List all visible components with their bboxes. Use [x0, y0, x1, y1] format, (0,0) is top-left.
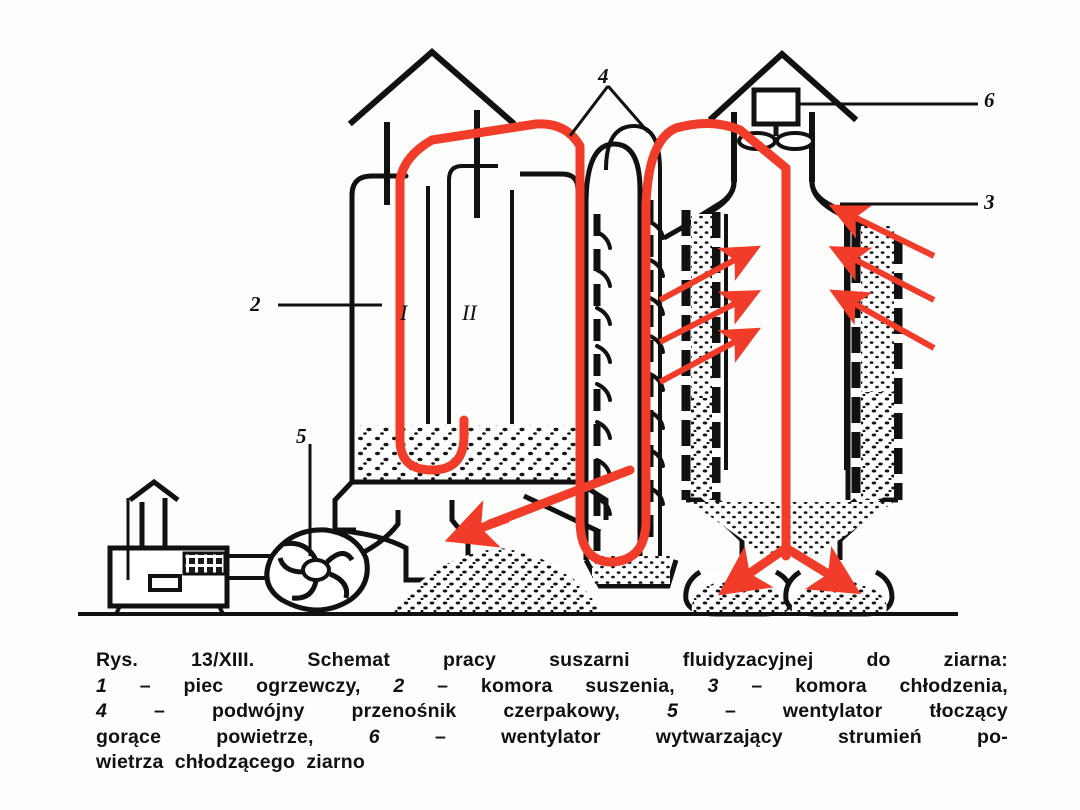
caption-dash: – — [437, 674, 449, 697]
callout-5: 5 — [296, 424, 307, 448]
callout-2: 2 — [250, 292, 261, 316]
caption-word: Schemat — [307, 649, 391, 671]
caption-word: 13/XIII. — [190, 649, 255, 671]
caption-word: chłodzenia, — [899, 674, 1008, 697]
caption-word: komora — [480, 674, 553, 697]
caption-word: wytwarzający — [655, 725, 783, 748]
diagram-canvas — [78, 48, 978, 617]
caption-word: suszenia, — [585, 674, 675, 697]
callout-leaders — [278, 85, 978, 556]
legend-key-4: 4 — [96, 700, 108, 722]
caption-word: powietrze, — [216, 725, 314, 748]
caption-word: komora — [795, 674, 867, 697]
caption-word: pracy — [443, 649, 497, 671]
caption-word: ziarno — [306, 751, 365, 773]
red-flow-arrowheads — [444, 500, 861, 596]
caption-word: wentylator — [501, 725, 601, 748]
caption-line-1: Rys. 13/XIII. Schemat pracy suszarni flu… — [96, 648, 1008, 674]
caption-line-4: gorące powietrze, 6 – wentylator wytwarz… — [96, 725, 1008, 751]
callout-4: 4 — [598, 64, 609, 88]
legend-key-6: 6 — [368, 725, 380, 748]
caption-line-5: wietrza chłodzącego ziarno — [96, 750, 1008, 776]
caption-dash: – — [724, 700, 736, 722]
caption-dash: – — [434, 725, 446, 748]
cooling-air-arrows — [658, 204, 936, 385]
caption-dash: – — [751, 674, 763, 697]
legend-key-1: 1 — [96, 674, 108, 697]
cooling-fan-6 — [737, 87, 815, 151]
section-mark-I: I — [400, 300, 408, 325]
furnace-unit — [107, 478, 272, 615]
section-mark-II: II — [462, 300, 477, 325]
legend-key-5: 5 — [666, 700, 679, 722]
caption-word: do — [866, 649, 891, 671]
caption-word: ogrzewczy, — [256, 674, 361, 697]
caption-word: wietrza — [96, 751, 164, 773]
caption-line-2: 1 – piec ogrzewczy, 2 – komora suszenia,… — [96, 674, 1008, 700]
callout-6: 6 — [984, 88, 995, 112]
caption-dash: – — [139, 674, 151, 697]
blower-fan-5 — [264, 510, 401, 613]
caption-line-3: 4 – podwójny przenośnik czerpakowy, 5 – … — [96, 699, 1008, 725]
caption-word: Rys. — [96, 649, 138, 671]
caption-word: fluidyzacyjnej — [682, 649, 814, 671]
figure-caption: Rys. 13/XIII. Schemat pracy suszarni flu… — [96, 648, 1008, 776]
caption-word: gorące — [96, 725, 162, 748]
caption-word: suszarni — [549, 649, 630, 671]
legend-key-2: 2 — [393, 674, 405, 697]
caption-word: ziarna: — [943, 649, 1008, 671]
bucket-elevator-4 — [583, 123, 679, 589]
caption-word: tłoczący — [929, 700, 1008, 722]
caption-word: po- — [977, 725, 1008, 748]
caption-word: czerpakowy, — [503, 700, 621, 722]
caption-word: podwójny — [211, 700, 305, 722]
caption-word: chłodzącego — [174, 751, 296, 773]
caption-word: przenośnik — [351, 700, 457, 722]
grain-sacks — [683, 569, 895, 617]
caption-word: strumień — [837, 725, 922, 748]
red-flow-path — [395, 118, 791, 567]
grain-pile — [394, 548, 602, 612]
callout-3: 3 — [984, 190, 995, 214]
schematic-diagram: 2 4 6 3 5 I II — [78, 48, 995, 617]
caption-word: wentylator — [782, 700, 883, 722]
caption-word: piec — [183, 674, 224, 697]
legend-key-3: 3 — [707, 674, 719, 697]
caption-dash: – — [153, 700, 166, 722]
